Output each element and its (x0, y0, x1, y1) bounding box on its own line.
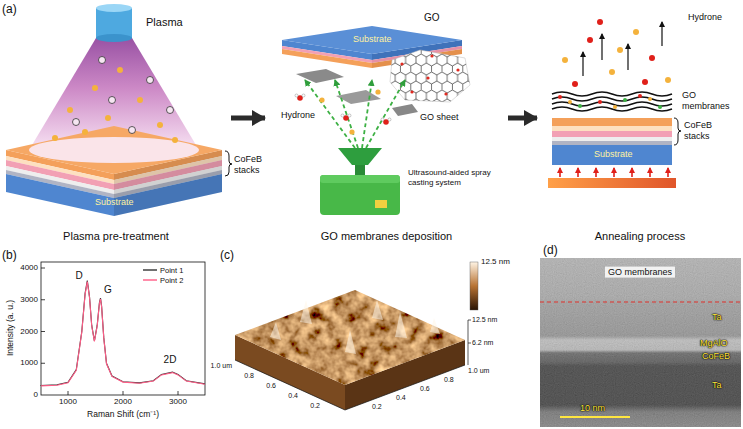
part-label: Hydrone (688, 12, 722, 23)
heater-plate (548, 178, 676, 188)
part-label: Plasma (146, 16, 183, 29)
deposition-illustration (282, 26, 470, 215)
axis-title: Intensity (a. u.) (5, 300, 15, 356)
peak-label: D (75, 270, 82, 282)
part-label: GO sheet (420, 112, 459, 123)
plasma-illustration (6, 4, 232, 216)
part-label: CoFeB stacks (684, 120, 734, 142)
legend-row: Point 2 (143, 275, 183, 285)
heat-arrows (560, 168, 668, 177)
layer-label: Ta (712, 312, 722, 323)
layer-label: MgAlO (700, 338, 728, 349)
part-label: Hydrone (281, 110, 315, 121)
scale-label: 10 nm (580, 403, 605, 414)
axis-tick: 0.2 (372, 403, 382, 411)
spray-jets (305, 80, 405, 148)
layer-label: CoFeB (702, 351, 730, 362)
axis-tick: 1.0 um (468, 367, 489, 375)
legend-text: Point 2 (160, 276, 183, 285)
axis-tick: 1000 (59, 397, 77, 407)
axis-tick: 3000 (20, 295, 38, 305)
raman-chart (41, 262, 206, 395)
spray-system (320, 148, 400, 215)
layer-label: Substrate (594, 149, 633, 160)
panel-letter: (d) (543, 243, 558, 257)
axis-tick: 0 (34, 390, 38, 400)
axis-title: Raman Shift (cm⁻¹) (87, 409, 159, 419)
axis-tick: 0.4 (288, 392, 298, 400)
part-label: GO (424, 12, 440, 24)
axis-tick: 0.8 (244, 372, 254, 380)
legend-row: Point 1 (143, 265, 183, 275)
panel-letter: (b) (2, 248, 17, 262)
stage-caption: Plasma pre-treatment (63, 230, 169, 243)
axis-tick: 3000 (169, 397, 187, 407)
stage-caption: GO membranes deposition (321, 230, 452, 243)
legend-text: Point 1 (160, 266, 183, 275)
axis-tick: 4000 (20, 263, 38, 273)
axis-tick: 2000 (20, 327, 38, 337)
tem-image (540, 258, 741, 427)
axis-tick: 1000 (20, 358, 38, 368)
layer-label: Ta (712, 380, 722, 391)
stack-layers (6, 126, 222, 216)
axis-tick: 0.8 (444, 376, 454, 384)
bracket (225, 151, 232, 176)
stack-layers (552, 118, 672, 165)
layer-label: Substrate (353, 34, 392, 45)
axis-tick: 6.2 nm (472, 339, 493, 347)
axis-tick: 0.6 (420, 385, 430, 393)
panel-letter: (a) (2, 2, 17, 16)
panel-letter: (c) (220, 248, 234, 262)
axis-tick: 0.4 (396, 394, 406, 402)
bracket (674, 118, 681, 145)
peak-label: 2D (164, 354, 177, 366)
oxygen-radicals (73, 57, 174, 134)
escaping-particles (562, 19, 671, 87)
stage-caption: Annealing process (595, 230, 686, 243)
layer-label: Substrate (95, 197, 134, 208)
axis-tick: 12.5 nm (472, 316, 497, 324)
axis-tick: 1.0 um (211, 362, 232, 370)
go-membrane-layers (552, 92, 672, 111)
colorbar (470, 262, 478, 310)
legend-swatch (143, 267, 157, 273)
plasma-particles (52, 67, 178, 143)
legend: Point 1Point 2 (143, 265, 183, 285)
process-arrow (231, 116, 265, 121)
peak-label: G (104, 284, 112, 296)
part-label: GO membranes (682, 90, 738, 112)
scale-bar (560, 416, 630, 418)
annealing-illustration (548, 19, 681, 188)
go-structure (390, 50, 470, 102)
axis-tick: 0.6 (266, 382, 276, 390)
axis-tick: 2000 (114, 397, 132, 407)
colorbar-label: 12.5 nm (481, 257, 510, 267)
process-arrow (508, 116, 537, 121)
axis-tick: 0.2 (310, 402, 320, 410)
part-label: Ultrasound-aided spray casting system (408, 168, 500, 187)
legend-swatch (143, 277, 157, 283)
intercalated-molecules (558, 94, 662, 109)
part-label: CoFeB stacks (234, 154, 274, 176)
stage-panel: Plasma pre-treatment (4, 4, 228, 244)
afm-surface (235, 262, 478, 410)
layer-label: GO membranes (605, 267, 675, 278)
